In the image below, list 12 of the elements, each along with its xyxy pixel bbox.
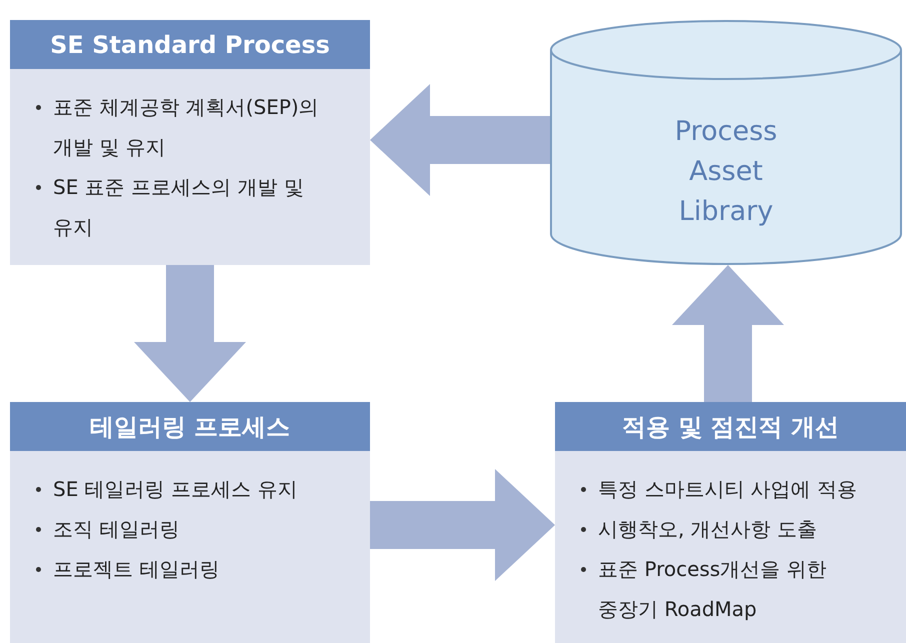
box-header: 적용 및 점진적 개선 (555, 402, 906, 451)
cylinder-label: Process Asset Library (674, 115, 778, 229)
bullet-text: 프로젝트 테일러링 (53, 556, 220, 583)
bullet-text: SE 표준 프로세스의 개발 및 유지 (53, 174, 305, 241)
bullet-text: 특정 스마트시티 사업에 적용 (598, 476, 858, 503)
bullet-text: SE 테일러링 프로세스 유지 (53, 476, 298, 503)
bullet-text: 시행착오, 개선사항 도출 (598, 516, 818, 543)
box-header: 테일러링 프로세스 (10, 402, 370, 451)
box-header: SE Standard Process (10, 20, 370, 69)
bullet-text: 표준 체계공학 계획서(SEP)의 개발 및 유지 (53, 94, 320, 161)
bullet-text: 조직 테일러링 (53, 516, 180, 543)
bullet-text: 표준 Process개선을 위한 중장기 RoadMap (598, 556, 828, 623)
